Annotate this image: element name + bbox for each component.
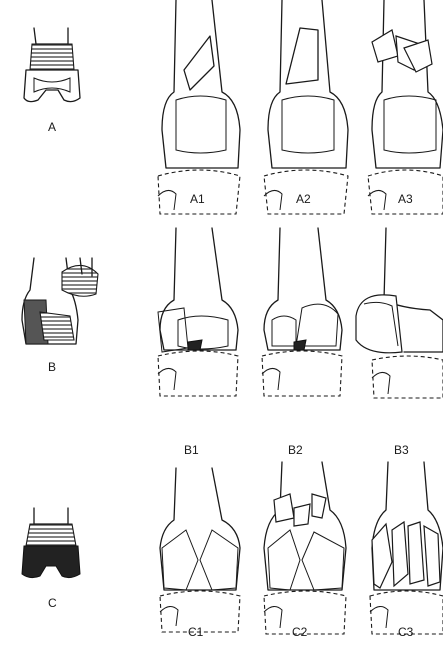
type-b-key-sketch — [22, 258, 98, 344]
label-b: B — [48, 360, 56, 374]
label-c1: C1 — [188, 625, 204, 639]
subtype-b3-drawing — [356, 228, 443, 398]
label-a1: A1 — [190, 192, 205, 206]
subtype-a2-drawing — [264, 0, 348, 214]
label-b2: B2 — [288, 443, 303, 457]
subtype-b2-drawing — [262, 228, 342, 396]
type-c-key-sketch — [22, 508, 80, 578]
label-c3: C3 — [398, 625, 414, 639]
subtype-a1-drawing — [158, 0, 240, 214]
label-b3: B3 — [394, 443, 409, 457]
subtype-c2-drawing — [264, 462, 346, 634]
label-c2: C2 — [292, 625, 308, 639]
subtype-c3-drawing — [370, 462, 443, 634]
label-a2: A2 — [296, 192, 311, 206]
label-b1: B1 — [184, 443, 199, 457]
type-a-key-sketch — [24, 28, 80, 102]
subtype-a3-drawing — [368, 0, 443, 214]
label-a3: A3 — [398, 192, 413, 206]
subtype-b1-drawing — [158, 228, 238, 396]
subtype-c1-drawing — [160, 468, 240, 632]
label-a: A — [48, 120, 56, 134]
label-c: C — [48, 596, 57, 610]
